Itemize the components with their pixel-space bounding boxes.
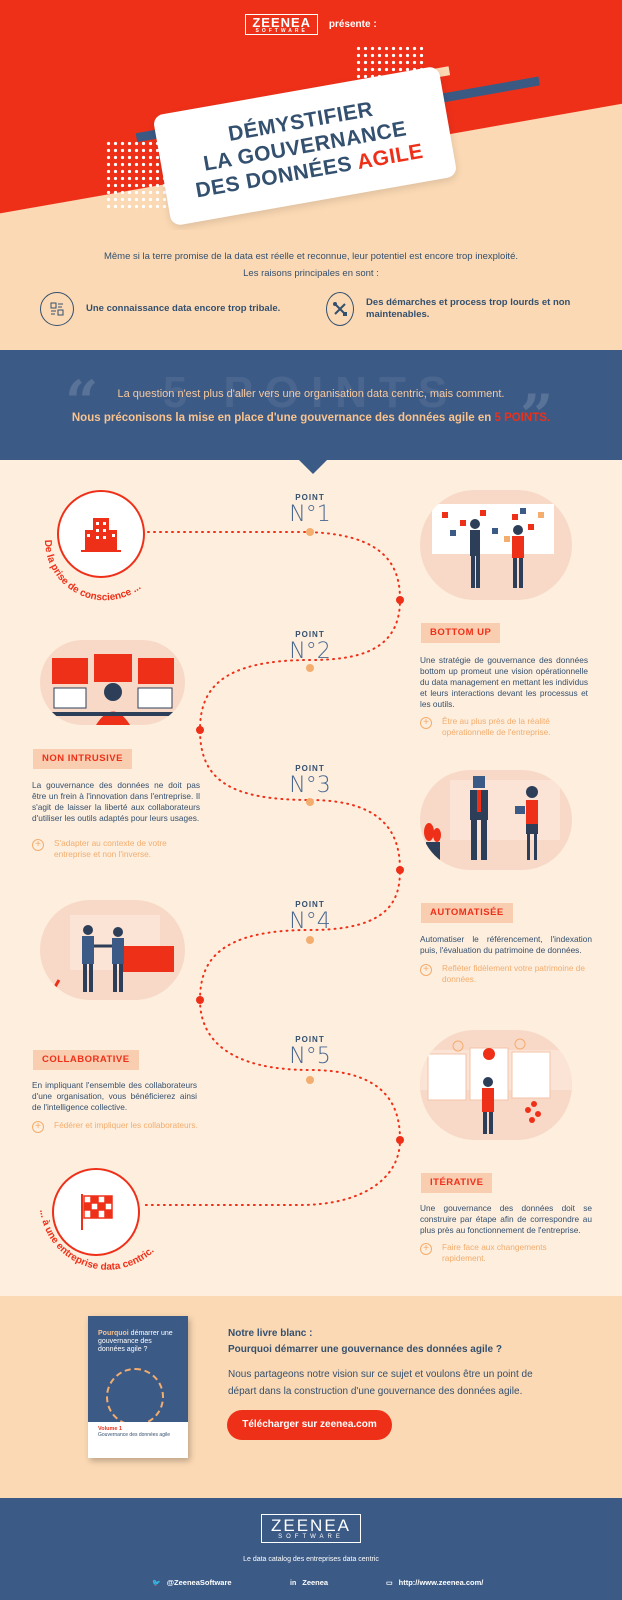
white-paper-cover[interactable]: Pourquoi démarrer une gouvernance des do… — [88, 1316, 188, 1458]
point-1-text: Une stratégie de gouvernance des données… — [420, 655, 588, 709]
band-background-word: 5 POINTS — [162, 368, 460, 417]
book-footer: Volume 1 Gouvernance des données agile — [88, 1422, 188, 1458]
point-5-label: POINT N°5 — [289, 1035, 331, 1069]
point-3-text: Automatiser le référencement, l'indexati… — [420, 934, 592, 955]
point-5-tip: +Faire face aux changements rapidement. — [420, 1242, 588, 1264]
robot-meeting-illustration — [420, 770, 572, 870]
badge-iterative: ITÉRATIVE — [421, 1173, 493, 1193]
steps-illustration — [420, 1030, 572, 1140]
download-button[interactable]: Télécharger sur zeenea.com — [227, 1410, 392, 1440]
point-2-label: POINT N°2 — [289, 630, 331, 664]
open-quote-icon: “ — [65, 368, 99, 436]
presents-label: présente : — [328, 19, 377, 30]
monitor-icon: ▭ — [386, 1580, 393, 1587]
band-recommendation: Nous préconisons la mise en place d'une … — [71, 412, 551, 424]
flag-icon — [52, 1168, 140, 1256]
point-4-tip: +Fédérer et impliquer les collaborateurs… — [32, 1120, 200, 1133]
point-3-label: POINT N°3 — [289, 764, 331, 798]
point-4-text: En impliquant l'ensemble des collaborate… — [32, 1080, 197, 1112]
intro-line: Les raisons principales en sont : — [243, 268, 379, 279]
point-1-label: POINT N°1 — [289, 493, 331, 527]
header-logo-row: ZEENEA SOFTWARE présente : — [0, 14, 622, 35]
website-link[interactable]: ▭http://www.zeenea.com/ — [386, 1578, 484, 1587]
reason-item: Des démarches et process trop lourds et … — [326, 292, 586, 326]
badge-collaborative: COLLABORATIVE — [33, 1050, 139, 1070]
end-label: ... à une entreprise data centric. — [37, 1209, 157, 1273]
white-paper-subheading: Pourquoi démarrer une gouvernance des do… — [228, 1344, 502, 1355]
badge-bottom-up: BOTTOM UP — [421, 623, 501, 643]
zeenea-logo: ZEENEA SOFTWARE — [245, 14, 319, 35]
point-5-text: Une gouvernance des données doit se cons… — [420, 1203, 592, 1235]
hero: ZEENEA SOFTWARE présente : DÉMYSTIFIER L… — [0, 0, 622, 230]
tools-icon — [326, 292, 355, 326]
twitter-icon: 🐦 — [152, 1580, 161, 1587]
reason-text: Des démarches et process trop lourds et … — [366, 297, 571, 320]
point-2-text: La gouvernance des données ne doit pas ê… — [32, 780, 200, 823]
book-ring-graphic — [106, 1368, 164, 1426]
close-quote-icon: ” — [520, 382, 554, 450]
twitter-link[interactable]: 🐦@ZeeneaSoftware — [152, 1578, 232, 1587]
point-1-tip: +Être au plus près de la réalité opérati… — [420, 716, 588, 738]
intro-line: Même si la terre promise de la data est … — [103, 251, 518, 262]
linkedin-icon: in — [290, 1580, 297, 1587]
board-illustration — [420, 490, 572, 600]
plus-icon: + — [420, 964, 432, 976]
badge-automatisee: AUTOMATISÉE — [421, 903, 513, 923]
point-3-tip: +Refléter fidèlement votre patrimoine de… — [420, 963, 588, 985]
footer-logo[interactable]: ZEENEA SOFTWARE — [261, 1514, 361, 1543]
start-label: De la prise de conscience ... — [42, 540, 143, 604]
point-2-tip: +S'adapter au contexte de votre entrepri… — [32, 838, 200, 860]
plus-icon: + — [420, 1243, 432, 1255]
svg-text:De la prise de conscience ...: De la prise de conscience ... — [42, 540, 143, 604]
building-icon — [57, 490, 145, 578]
white-paper-heading: Notre livre blanc : — [228, 1328, 313, 1339]
monitors-illustration — [40, 640, 185, 725]
plus-icon: + — [32, 1121, 44, 1133]
footer: ZEENEA SOFTWARE Le data catalog des entr… — [0, 1498, 622, 1600]
five-points-band: 5 POINTS La question n'est plus d'aller … — [0, 350, 622, 460]
band-question: La question n'est plus d'aller vers une … — [117, 388, 505, 400]
badge-non-intrusive: NON INTRUSIVE — [33, 749, 132, 769]
white-paper-section: Pourquoi démarrer une gouvernance des do… — [0, 1296, 622, 1498]
intro-section: Même si la terre promise de la data est … — [0, 230, 622, 350]
reason-item: Une connaissance data encore trop tribal… — [40, 292, 280, 326]
journey-path — [144, 528, 404, 1206]
svg-text:... à une entreprise data cent: ... à une entreprise data centric. — [37, 1209, 157, 1273]
data-list-icon — [40, 292, 74, 326]
white-paper-description: Nous partageons notre vision sur ce suje… — [228, 1369, 533, 1397]
point-4-label: POINT N°4 — [289, 900, 331, 934]
handshake-illustration — [40, 900, 185, 1000]
reason-text: Une connaissance data encore trop tribal… — [86, 303, 281, 314]
band-notch — [299, 460, 327, 474]
plus-icon: + — [420, 717, 432, 729]
plus-icon: + — [32, 839, 44, 851]
book-title: Pourquoi démarrer une gouvernance des do… — [98, 1330, 173, 1353]
footer-tagline: Le data catalog des entreprises data cen… — [243, 1556, 379, 1563]
